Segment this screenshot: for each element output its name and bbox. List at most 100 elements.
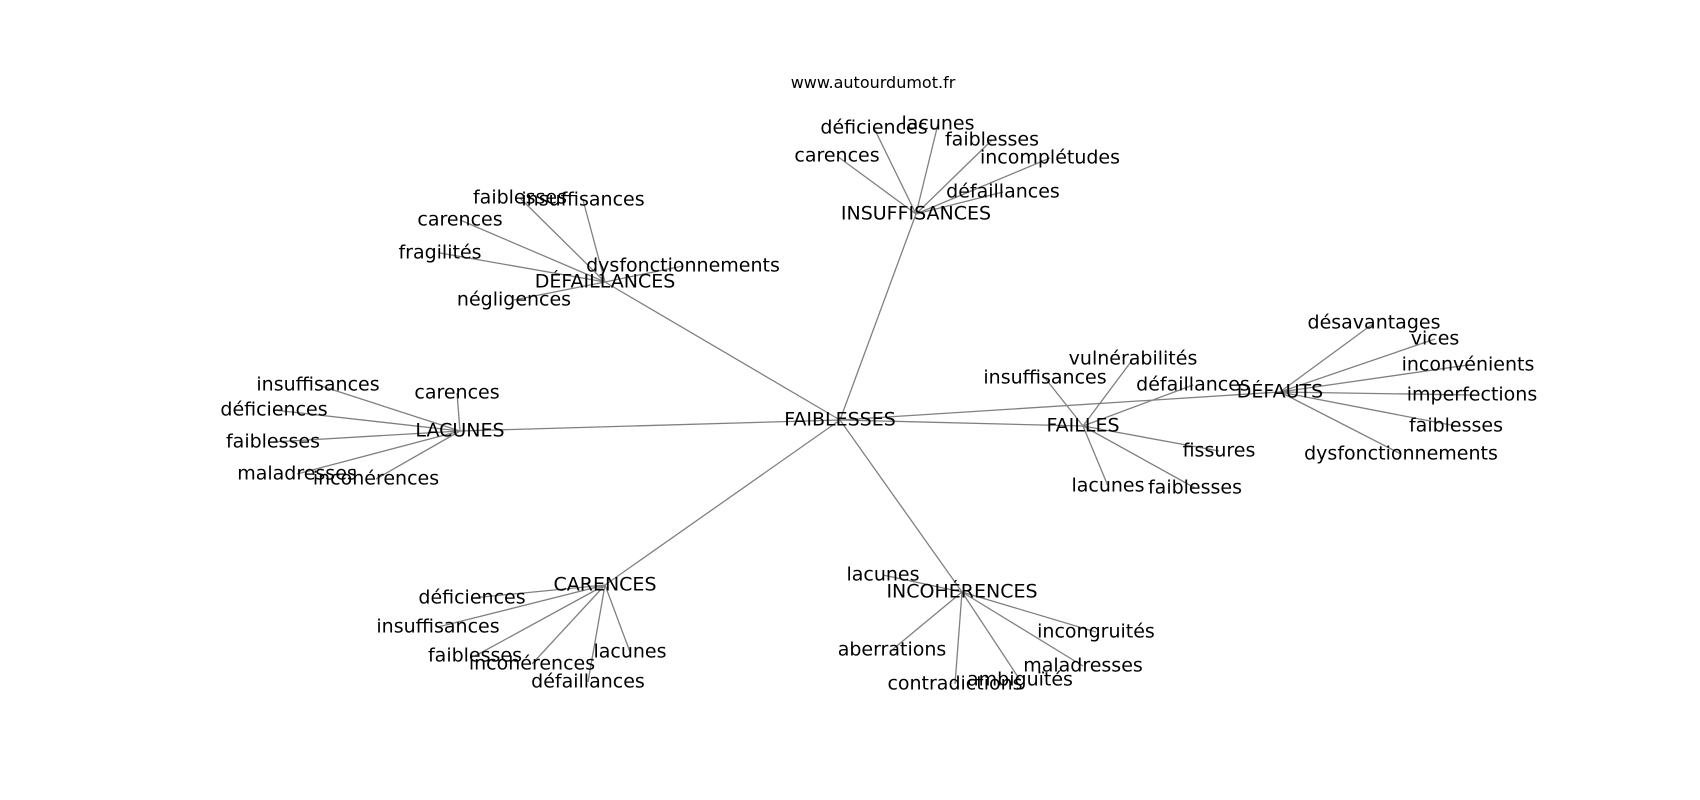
leaf-node: dysfonctionnements	[586, 255, 780, 277]
edge-defauts-leaf	[1279, 391, 1457, 427]
leaf-node: carences	[414, 382, 499, 404]
source-watermark: www.autourdumot.fr	[791, 73, 956, 92]
leaf-node: négligences	[457, 289, 571, 311]
edge-incoherences-leaf	[961, 591, 1084, 667]
edge-incoherences-leaf	[961, 591, 1097, 633]
edge-incoherences-leaf	[961, 591, 1021, 681]
edge-center-defaillances	[604, 281, 841, 421]
leaf-node: vulnérabilités	[1069, 348, 1198, 370]
cluster-node-carences: CARENCES	[553, 574, 656, 596]
leaf-node: inconvénients	[1402, 354, 1535, 376]
edge-carences-leaf	[531, 584, 606, 665]
leaf-node: défaillances	[946, 181, 1060, 203]
edge-center-carences	[604, 419, 841, 586]
leaf-node: aberrations	[838, 639, 947, 661]
leaf-node: lacunes	[593, 641, 666, 663]
leaf-node: insuffisances	[983, 367, 1106, 389]
graph-labels: www.autourdumot.fr FAIBLESSES déficiences…	[220, 73, 1537, 695]
leaf-node: désavantages	[1308, 312, 1441, 334]
leaf-node: fragilités	[398, 242, 481, 264]
edge-defaillances-leaf	[604, 265, 684, 283]
edge-lacunes-leaf	[273, 409, 461, 432]
edge-lacunes-leaf	[317, 384, 461, 432]
cluster-node-lacunes: LACUNES	[415, 420, 504, 442]
leaf-node: faiblesses	[428, 645, 522, 667]
edge-insuffisances-leaf	[915, 139, 993, 215]
edge-defauts-leaf	[1279, 391, 1473, 396]
edge-failles-leaf	[1082, 425, 1109, 487]
edge-lacunes-leaf	[296, 430, 461, 475]
edge-lacunes-leaf	[456, 392, 461, 432]
leaf-node: carences	[417, 209, 502, 231]
edge-defaillances-leaf	[582, 199, 606, 283]
center-node: FAIBLESSES	[784, 409, 896, 431]
edge-failles-leaf	[1082, 425, 1220, 452]
leaf-node: incohérences	[313, 468, 439, 490]
edge-incoherences-leaf	[891, 591, 963, 651]
edge-lacunes-leaf	[375, 430, 461, 480]
edge-carences-leaf	[587, 584, 606, 683]
leaf-node: vices	[1411, 328, 1460, 350]
edge-carences-leaf	[604, 584, 631, 653]
edge-failles-leaf	[1082, 358, 1134, 427]
edge-insuffisances-leaf	[915, 191, 1004, 215]
cluster-node-incoherences: INCOHÉRENCES	[886, 580, 1037, 603]
leaf-node: faiblesses	[1148, 477, 1242, 499]
edge-carences-leaf	[437, 584, 606, 628]
leaf-node: dysfonctionnements	[1304, 443, 1498, 465]
edge-failles-leaf	[1044, 377, 1084, 427]
leaf-node: ambiguïtés	[967, 669, 1073, 691]
edge-carences-leaf	[471, 584, 606, 599]
graph-edges	[272, 123, 1473, 685]
leaf-node: déficiences	[220, 399, 327, 421]
leaf-node: lacunes	[1071, 475, 1144, 497]
cluster-node-failles: FAILLES	[1046, 415, 1119, 437]
leaf-node: insuffisances	[376, 616, 499, 638]
leaf-node: insuffisances	[521, 189, 644, 211]
edge-center-insuffisances	[839, 213, 917, 421]
leaf-node: contradictions	[887, 673, 1022, 695]
cluster-node-defaillances: DÉFAILLANCES	[535, 270, 676, 293]
leaf-node: déficiences	[820, 117, 927, 139]
edge-defaillances-leaf	[439, 252, 606, 283]
edge-defaillances-leaf	[459, 219, 606, 283]
leaf-node: faiblesses	[473, 187, 567, 209]
edge-defauts-leaf	[1279, 364, 1469, 393]
edge-incoherences-leaf	[954, 591, 963, 685]
edge-center-failles	[839, 419, 1084, 427]
leaf-node: insuffisances	[256, 374, 379, 396]
edge-defauts-leaf	[1279, 338, 1436, 393]
edge-center-defauts	[839, 391, 1281, 421]
cluster-node-defauts: DÉFAUTS	[1237, 380, 1323, 403]
leaf-node: faiblesses	[1409, 415, 1503, 437]
edge-center-lacunes	[459, 419, 841, 432]
edge-center-incoherences	[839, 419, 963, 593]
edge-carences-leaf	[474, 584, 606, 657]
edge-lacunes-leaf	[272, 430, 461, 443]
edge-insuffisances-leaf	[915, 123, 939, 215]
edge-insuffisances-leaf	[915, 157, 1051, 215]
leaf-node: maladresses	[237, 463, 357, 485]
leaf-node: incongruités	[1037, 621, 1155, 643]
edge-defauts-leaf	[1279, 322, 1375, 393]
leaf-node: lacunes	[846, 564, 919, 586]
leaf-node: défaillances	[531, 671, 645, 693]
edge-insuffisances-leaf	[873, 127, 917, 215]
edge-defaillances-leaf	[513, 281, 606, 301]
leaf-node: carences	[794, 145, 879, 167]
edge-defauts-leaf	[1279, 391, 1402, 455]
edge-failles-leaf	[1082, 425, 1196, 489]
leaf-node: faiblesses	[945, 129, 1039, 151]
cluster-node-insuffisances: INSUFFISANCES	[841, 203, 991, 225]
edge-failles-leaf	[1082, 384, 1194, 427]
edge-incoherences-leaf	[882, 574, 963, 593]
leaf-node: imperfections	[1407, 384, 1537, 406]
edge-insuffisances-leaf	[836, 155, 917, 215]
leaf-node: faiblesses	[226, 431, 320, 453]
leaf-node: fissures	[1183, 440, 1256, 462]
leaf-node: incomplétudes	[980, 147, 1120, 169]
edge-defaillances-leaf	[519, 197, 606, 283]
leaf-node: défaillances	[1136, 374, 1250, 396]
leaf-node: maladresses	[1023, 655, 1143, 677]
